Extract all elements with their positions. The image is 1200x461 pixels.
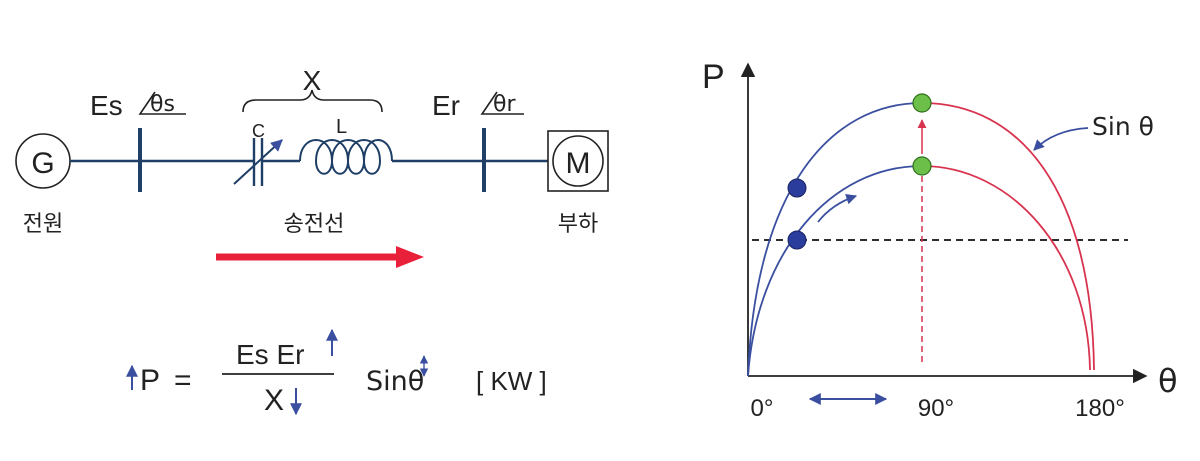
formula-unit: [ KW ] — [476, 366, 547, 396]
curve-label: Sin θ — [1092, 112, 1154, 141]
upper-sine-curve-rising — [747, 102, 923, 377]
inductor-label: L — [336, 116, 347, 138]
sending-angle-symbol — [138, 91, 186, 115]
upper-sine-curve-falling — [921, 102, 1095, 371]
generator-label: G — [31, 147, 54, 180]
receiving-angle-symbol — [480, 91, 524, 115]
source-label: 전원 — [23, 212, 63, 237]
sending-angle-label: θs — [150, 92, 175, 117]
line-label: 송전선 — [284, 212, 345, 237]
power-formula: P = Es Er X Sinθ [ KW ] — [126, 328, 547, 417]
curve-label-pointer — [1033, 127, 1089, 151]
sending-voltage-label: Es — [90, 90, 123, 121]
receiving-voltage-label: Er — [432, 90, 460, 121]
formula-denominator: X — [264, 384, 284, 417]
power-angle-graph: P θ Sin θ 0° 90° 180° — [702, 58, 1178, 422]
formula-equals: = — [174, 364, 192, 397]
reactance-label: X — [303, 65, 322, 96]
capacitor-label: C — [252, 121, 265, 141]
receiving-angle-label: θr — [493, 92, 516, 117]
motor-frame — [547, 130, 609, 192]
circuit-diagram: G Es θs C L X Er θr M 전원 송전선 부하 — [15, 65, 609, 268]
variable-capacitor-arrow — [233, 139, 283, 185]
reactance-brace — [242, 89, 383, 113]
load-label: 부하 — [558, 212, 598, 237]
operating-point-upper — [787, 178, 807, 198]
operating-point-lower — [787, 230, 807, 250]
power-flow-arrow-head — [396, 246, 424, 268]
motor-label: M — [566, 147, 591, 180]
formula-numerator: Es Er — [236, 339, 304, 370]
y-axis-label: P — [702, 58, 725, 96]
formula-lhs: P — [140, 364, 160, 397]
lower-sine-curve-rising — [747, 165, 923, 377]
max-point-lower — [912, 156, 932, 176]
inductor-coil — [299, 139, 393, 175]
formula-sine: Sinθ — [366, 366, 424, 397]
x-tick-90: 90° — [918, 395, 954, 422]
motor-symbol — [552, 135, 604, 187]
x-tick-180: 180° — [1075, 395, 1125, 422]
operating-shift-arrow — [817, 193, 858, 223]
lower-sine-curve-falling — [921, 165, 1091, 371]
max-point-upper — [912, 93, 932, 113]
x-axis-label: θ — [1158, 362, 1178, 400]
x-tick-0: 0° — [751, 395, 774, 422]
